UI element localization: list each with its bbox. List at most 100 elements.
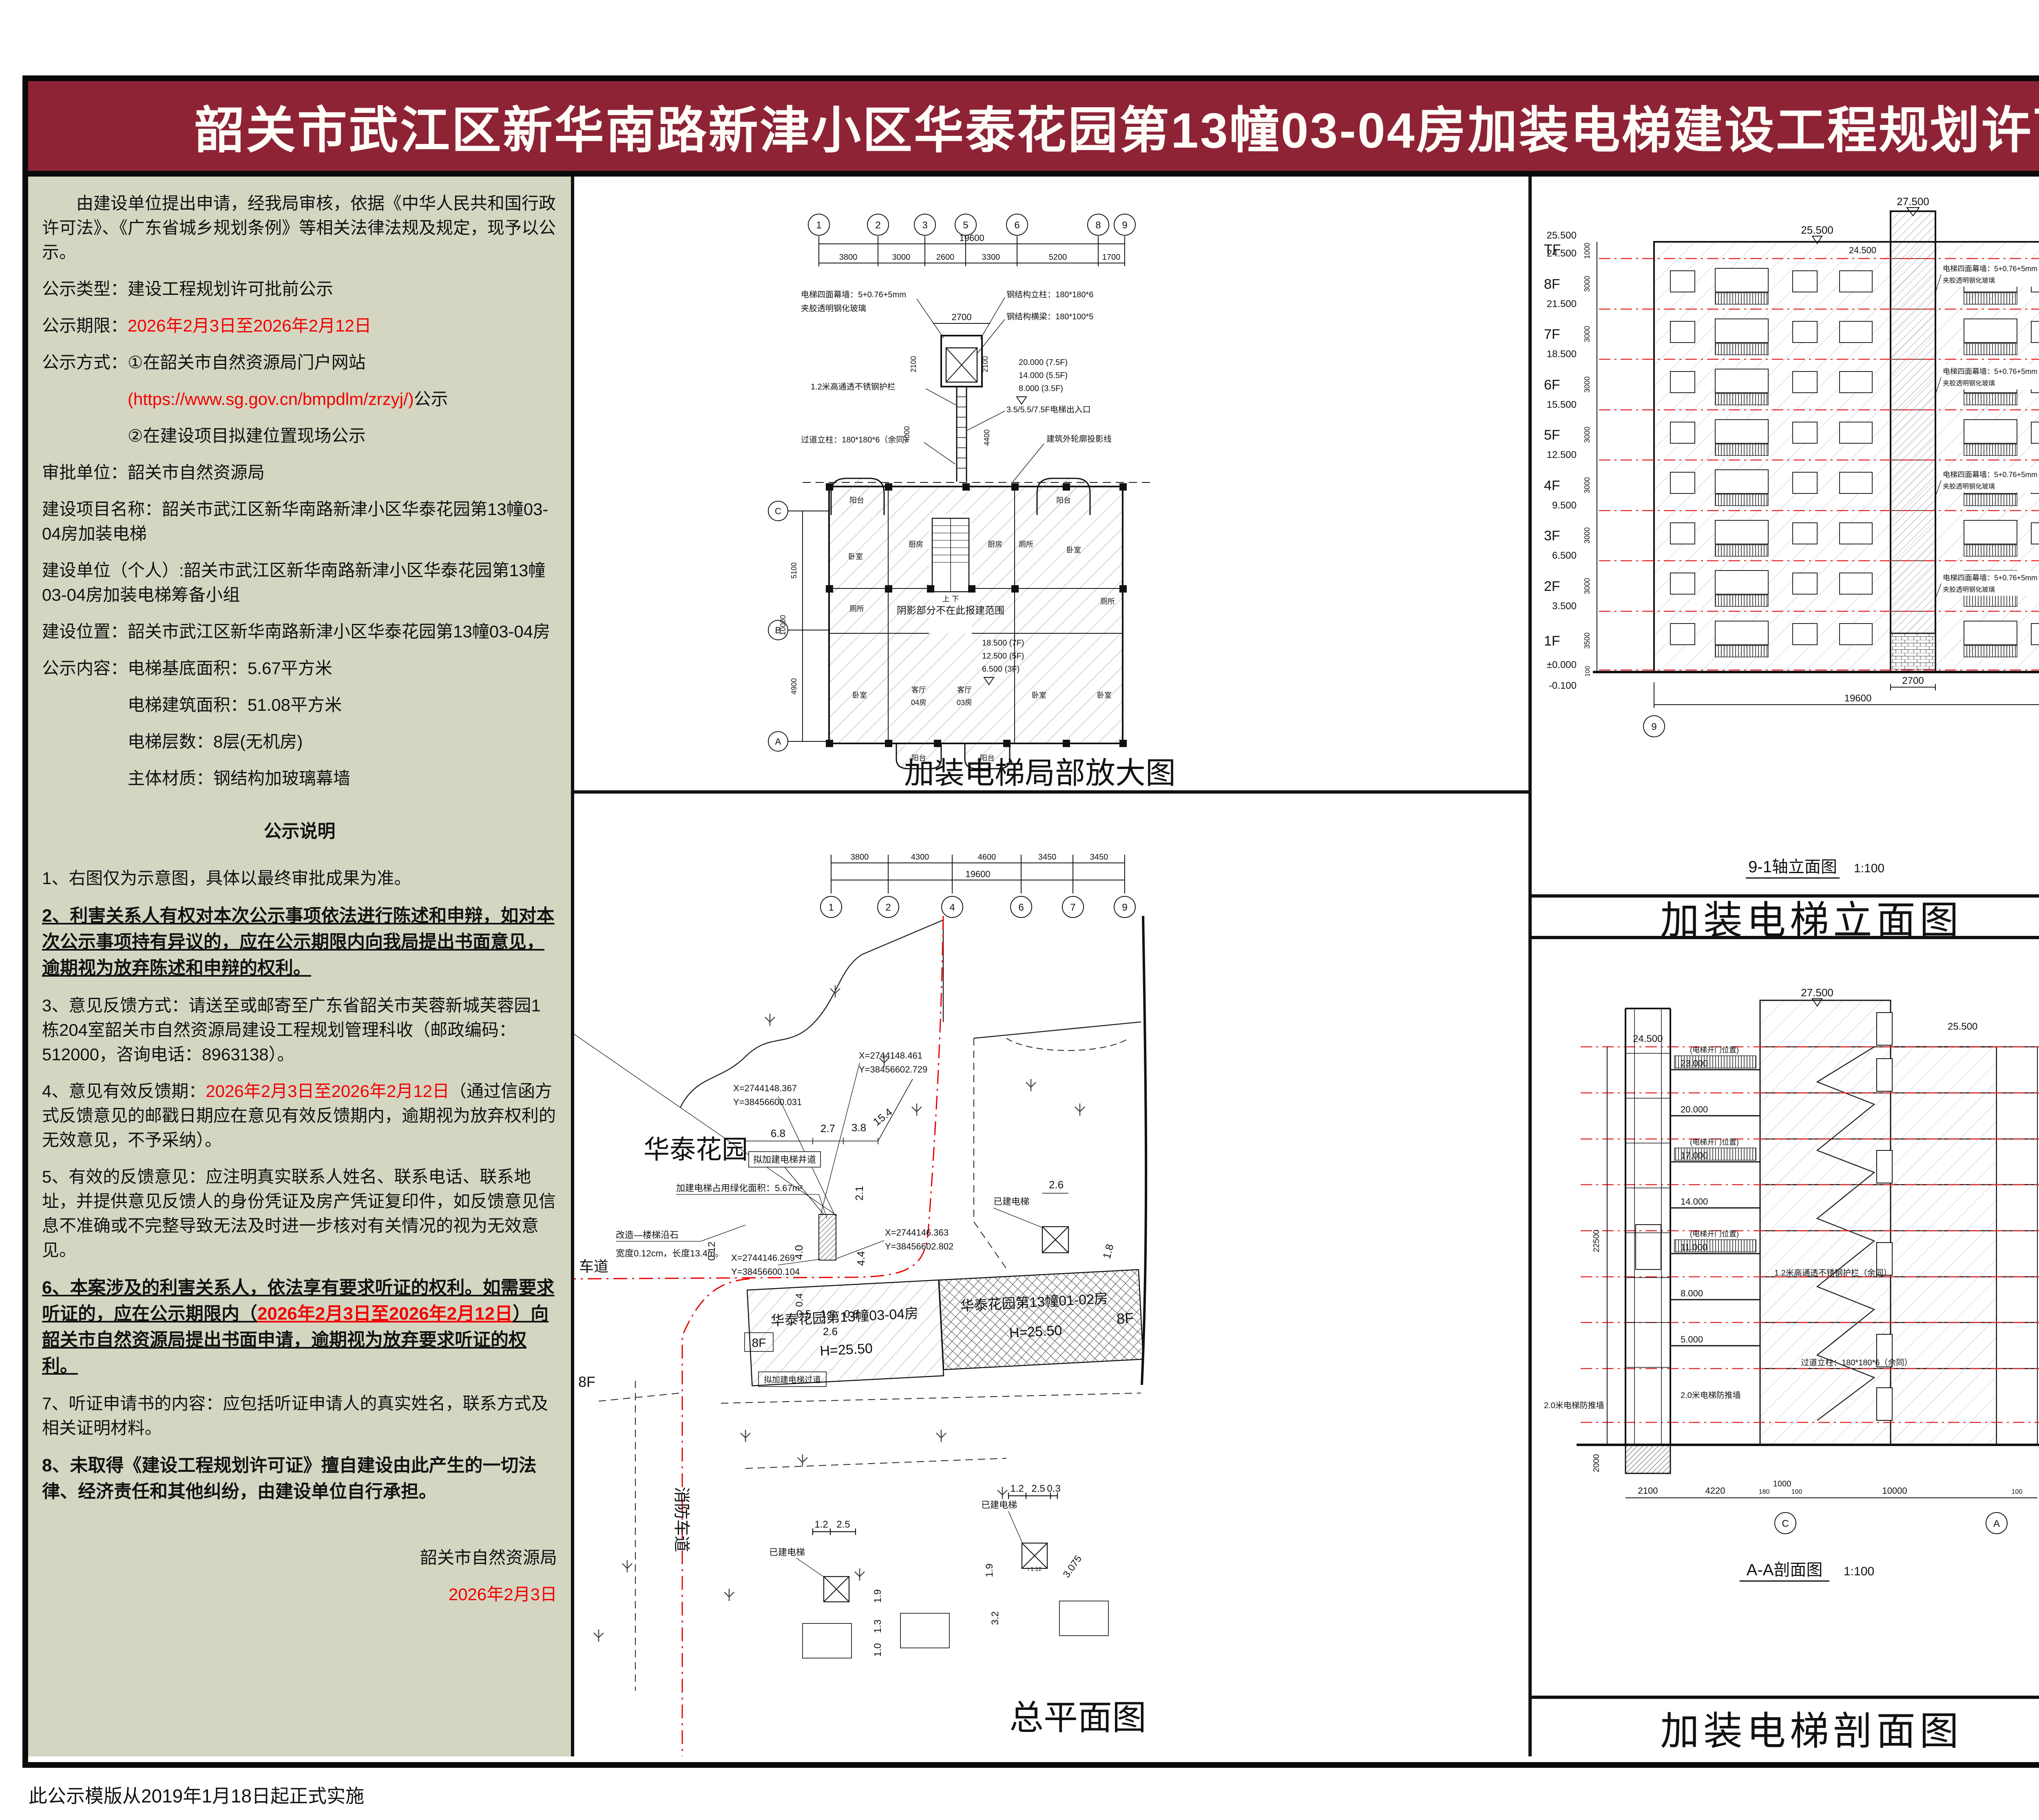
elevation-caption: 加装电梯立面图 xyxy=(1660,898,1963,942)
door-pos-label: (电梯开门位置) xyxy=(1690,1138,1739,1146)
sec-level: 11.000 xyxy=(1681,1242,1707,1252)
site-dim: 1.0 xyxy=(872,1643,883,1656)
notice-url: (https://www.sg.gov.cn/bmpdlm/zrzyj/) xyxy=(128,389,414,409)
elevation-drawing: 27.500 24.500 25.500 25.500 24.500 xyxy=(1544,195,2039,879)
building-0304: 华泰花园第13幢03-04房 H=25.50 xyxy=(746,1279,944,1387)
grid-bubble xyxy=(1643,715,1665,737)
elev-val: 15.500 xyxy=(1547,399,1577,410)
plan-ann-column: 钢结构立柱：180*180*6 xyxy=(1006,290,1093,299)
notice-url-suffix: 公示 xyxy=(414,389,448,409)
content-floor-area: 电梯建筑面积：51.08平方米 xyxy=(128,695,342,714)
plan-letter-grid xyxy=(768,501,829,752)
site-dim: 1.8 xyxy=(1100,1243,1116,1260)
sec-bdim: 1000 xyxy=(1773,1479,1791,1488)
ramp-label: i 1:12 xyxy=(1028,1566,1042,1572)
plan-grid-2: 2 xyxy=(875,220,880,231)
plan-ann-outline: 建筑外轮廓投影线 xyxy=(1046,434,1112,444)
site-dim: 3.2 xyxy=(990,1611,1001,1625)
sec-band-top xyxy=(1532,1696,2039,1699)
section-scale: 1:100 xyxy=(1844,1565,1874,1578)
site-dim: 2.5 xyxy=(1031,1483,1045,1494)
site-dim: 15.4 xyxy=(871,1106,894,1128)
note-4: 4、意见有效反馈期：2026年2月3日至2026年2月12日（通过信函方式反馈意… xyxy=(42,1079,557,1152)
elev-val: 21.500 xyxy=(1547,299,1577,310)
room-kitchen: 厨房 xyxy=(988,540,1002,548)
elevation-panel: 27.500 24.500 25.500 25.500 24.500 xyxy=(1532,177,2039,894)
section-drawing: 23.000 20.000 17.000 14.000 11.000 8.000… xyxy=(1544,986,2039,1582)
room-toilet: 厕所 xyxy=(1100,597,1115,606)
stair-flights xyxy=(1816,1046,1875,1421)
floor-name: 7F xyxy=(1544,327,1560,342)
plan-level-75: 20.000 (7.5F) xyxy=(1019,358,1068,367)
plan-seg-dim: 5200 xyxy=(1049,253,1067,262)
section-stair-tower xyxy=(1759,1000,1891,1446)
coord-3y: Y=38456602.802 xyxy=(885,1241,953,1252)
site-seg-dim: 4300 xyxy=(911,853,929,862)
notice-method-2: ②在建设项目拟建位置现场公示 xyxy=(128,426,366,445)
existing-shaft-3 xyxy=(1008,1493,1058,1569)
site-dim: 0.3 xyxy=(1047,1483,1060,1494)
sec-bdim: 10000 xyxy=(1882,1486,1907,1496)
floor-name: 3F xyxy=(1544,528,1560,544)
plan-total-dim: 19600 xyxy=(959,233,984,243)
plan-grid-b: B xyxy=(775,625,781,635)
site-grid-num: 1 xyxy=(828,902,834,913)
coord-3x: X=2744146.363 xyxy=(885,1227,949,1238)
existing-3-leader xyxy=(1008,1511,1023,1544)
h-dim: 3500 xyxy=(1583,632,1591,649)
room-04: 04房 xyxy=(911,699,927,707)
elevation-subtitle: 9-1轴立面图 xyxy=(1748,858,1837,876)
curtain-ann-2: 夹胶透明钢化玻璃 xyxy=(1943,586,1995,593)
sec-wall-label-1: 2.0米电梯防推墙 xyxy=(1544,1401,1604,1410)
plan-ann-beam: 钢结构横梁：180*100*5 xyxy=(1006,312,1093,321)
build-location: 建设位置：韶关市武江区新华南路新津小区华泰花园第13幢03-04房 xyxy=(42,622,551,641)
note-6-prefix: 6、本案涉及的利害关系人，依法享有要求听证的权利。如需要求听证的，应在公示期限内… xyxy=(42,1278,555,1324)
sec-25500: 25.500 xyxy=(1948,1021,1977,1032)
plan-seg-dim: 2600 xyxy=(936,253,955,262)
room-bedroom: 卧室 xyxy=(1097,691,1112,699)
plan-grid-3: 3 xyxy=(922,220,927,231)
plan-grid-lines xyxy=(808,214,1136,266)
room-toilet: 厕所 xyxy=(1019,540,1033,548)
room-bedroom: 卧室 xyxy=(848,553,863,561)
page-title-bar: 韶关市武江区新华南路新津小区华泰花园第13幢03-04房加装电梯建设工程规划许可… xyxy=(22,75,2039,177)
content-floors: 电梯层数：8层(无机房) xyxy=(128,732,303,751)
plan-grid-c: C xyxy=(775,506,781,516)
elev-band-bottom xyxy=(1532,936,2039,939)
site-dim: 0.12 xyxy=(706,1242,717,1261)
site-estate-label: 华泰花园 xyxy=(644,1135,748,1164)
elev-val: 6.500 xyxy=(1552,550,1577,561)
bldg-0102-height: H=25.50 xyxy=(1009,1322,1062,1341)
coord-1y: Y=38456602.729 xyxy=(859,1064,927,1075)
site-grid-num: 9 xyxy=(1122,902,1127,913)
info-panel: 由建设单位提出申请，经我局审核，依据《中华人民共和国行政许可法》、《广东省城乡规… xyxy=(28,177,574,1756)
plan-dim-2100-l: 2100 xyxy=(909,356,918,372)
note-6-suffix: ）向韶关市自然资源局提出书面申请，逾期视为放弃要求听证的权利。 xyxy=(42,1304,549,1376)
coord-4y: Y=38456600.104 xyxy=(731,1267,800,1277)
plan-column: 1 2 3 5 6 8 9 19600 3800 3000 2600 3300 … xyxy=(574,177,1532,1756)
floor-name: 1F xyxy=(1544,633,1560,649)
h-dim: 1000 xyxy=(1583,243,1591,259)
siteplan-drawing: 3800 4300 4600 3450 3450 19600 1 2 4 6 7… xyxy=(574,853,1148,1756)
notice-period-label: 公示期限： xyxy=(42,316,128,335)
level-mark-icon xyxy=(1016,396,1027,405)
elev-shaft-width: 2700 xyxy=(1902,675,1924,686)
site-dim: 2.5 xyxy=(836,1519,850,1530)
section-datum-lines xyxy=(1581,1046,2039,1423)
room-living: 客厅 xyxy=(911,686,926,694)
room-balcony: 阳台 xyxy=(980,754,995,762)
site-seg-dim: 3450 xyxy=(1038,853,1057,862)
room-balcony: 阳台 xyxy=(911,754,926,762)
site-dim: 2.6 xyxy=(1049,1179,1064,1191)
site-boundaries xyxy=(598,916,1148,1691)
sec-level: 23.000 xyxy=(1681,1058,1708,1068)
site-dim-lines xyxy=(745,1079,1068,1194)
landing-doors xyxy=(1876,1012,1893,1421)
sec-level: 8.000 xyxy=(1681,1288,1703,1298)
site-grid-num: 2 xyxy=(885,902,891,913)
elev-val: 3.500 xyxy=(1552,601,1577,612)
coord-4x: X=2744146.269 xyxy=(731,1253,795,1263)
site-dim: 4.0 xyxy=(793,1245,805,1260)
shaft-leader xyxy=(784,1167,824,1215)
